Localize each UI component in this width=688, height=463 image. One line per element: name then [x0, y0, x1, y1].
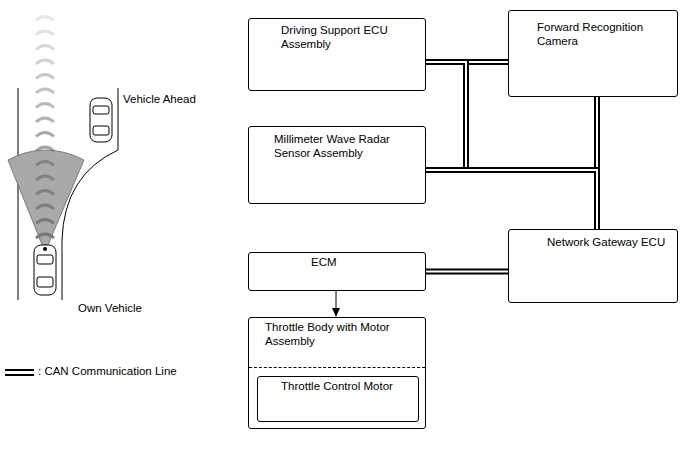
component-box: Forward Recognition Camera	[508, 10, 678, 97]
can-line	[426, 62, 466, 170]
component-label: Throttle Body with Motor Assembly	[265, 321, 419, 349]
component-label: Millimeter Wave Radar Sensor Assembly	[274, 133, 419, 161]
legend-text: : CAN Communication Line	[38, 365, 177, 379]
control-arrow	[332, 291, 340, 317]
component-label: ECM	[311, 256, 419, 270]
component-box: Millimeter Wave Radar Sensor Assembly	[248, 126, 426, 204]
component-label: Driving Support ECU Assembly	[281, 24, 419, 52]
vehicle-label: Vehicle Ahead	[123, 93, 196, 107]
component-box: Throttle Body with Motor AssemblyThrottl…	[248, 317, 426, 429]
component-label: Network Gateway ECU	[547, 236, 671, 250]
can-line	[426, 170, 597, 229]
component-label: Forward Recognition Camera	[537, 21, 671, 49]
can-line	[426, 271, 508, 272]
component-box: Driving Support ECU Assembly	[248, 18, 426, 91]
component-box: Network Gateway ECU	[508, 229, 678, 303]
vehicle-label: Own Vehicle	[78, 302, 142, 316]
component-box: Throttle Control Motor	[257, 376, 419, 422]
component-box: ECM	[248, 252, 426, 291]
dashed-divider	[249, 367, 425, 368]
component-label: Throttle Control Motor	[262, 380, 412, 394]
legend-sample	[5, 370, 34, 375]
